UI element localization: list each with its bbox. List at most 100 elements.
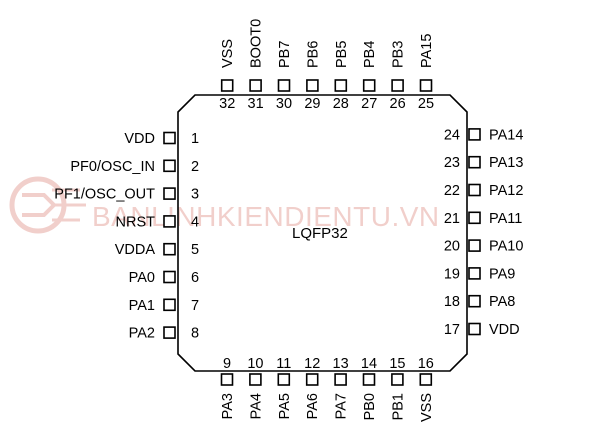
pin-number: 27 xyxy=(361,96,377,112)
pin-number: 12 xyxy=(304,356,320,372)
pin-left: PA0 6 xyxy=(129,270,199,286)
pin-pad xyxy=(249,79,262,92)
pin-right: 24 PA14 xyxy=(444,127,524,143)
pin-top: 26 PB3 xyxy=(390,41,407,112)
pin-number: 4 xyxy=(191,214,199,230)
pin-label: PB4 xyxy=(362,41,378,68)
pin-number: 20 xyxy=(444,239,460,255)
pin-number: 25 xyxy=(418,96,434,112)
pin-number: 2 xyxy=(191,159,199,175)
pin-pad xyxy=(468,211,481,225)
pin-number: 23 xyxy=(444,155,460,171)
pin-pad xyxy=(468,322,481,336)
pin-number: 26 xyxy=(390,96,406,112)
pin-pad xyxy=(277,79,291,92)
pin-label: VSS xyxy=(220,39,236,68)
pin-label: PA0 xyxy=(129,270,155,286)
pin-left: PF0/OSC_IN 2 xyxy=(70,159,199,175)
pin-pad xyxy=(305,373,319,386)
pin-label: PA7 xyxy=(334,393,350,419)
pin-number: 31 xyxy=(248,96,264,112)
pin-number: 19 xyxy=(444,266,460,282)
pin-label: PF0/OSC_IN xyxy=(70,159,155,175)
pin-pad xyxy=(163,242,176,256)
pin-number: 32 xyxy=(219,96,235,112)
pin-pad xyxy=(163,131,176,145)
pin-label: PA4 xyxy=(248,393,264,419)
pin-label: PA14 xyxy=(489,127,523,143)
pin-top: 27 PB4 xyxy=(361,41,378,112)
pin-label: PA10 xyxy=(489,239,523,255)
pin-label: PB3 xyxy=(391,41,407,68)
pin-pad xyxy=(419,79,433,92)
pin-right: 21 PA11 xyxy=(444,211,522,227)
pin-number: 17 xyxy=(444,322,460,338)
pin-number: 30 xyxy=(276,96,292,112)
pin-label: PA11 xyxy=(489,211,522,227)
pin-label: PF1/OSC_OUT xyxy=(54,187,155,203)
pin-number: 24 xyxy=(444,127,460,143)
pin-number: 9 xyxy=(223,356,231,372)
pin-number: 7 xyxy=(191,298,199,314)
pin-pad xyxy=(249,373,262,386)
pin-number: 16 xyxy=(418,356,434,372)
pin-label: PB6 xyxy=(305,41,321,68)
pin-label: PA6 xyxy=(305,393,321,419)
pin-label: BOOT0 xyxy=(249,19,265,68)
pin-number: 15 xyxy=(389,356,405,372)
pin-label: VDD xyxy=(489,322,520,338)
pin-pad xyxy=(277,373,291,386)
pin-left: PA1 7 xyxy=(129,298,199,314)
pin-pad xyxy=(334,373,347,386)
pin-pad xyxy=(220,79,234,92)
pin-label: PB0 xyxy=(362,393,378,420)
pin-pad xyxy=(362,373,376,386)
pin-label: PB7 xyxy=(277,41,293,68)
package-body xyxy=(177,94,468,372)
package-label: LQFP32 xyxy=(292,225,348,242)
pin-label: PA2 xyxy=(129,326,155,342)
pin-right: 17 VDD xyxy=(444,322,520,338)
pin-pad xyxy=(163,270,176,284)
pin-number: 21 xyxy=(444,211,460,227)
pin-pad xyxy=(362,79,376,92)
pin-pad xyxy=(391,79,404,92)
pin-label: PA5 xyxy=(277,393,293,419)
pin-number: 18 xyxy=(444,294,460,310)
pin-label: PB5 xyxy=(334,41,350,68)
watermark-text: BANLINHKIENDIENTU.VN xyxy=(92,201,440,232)
pin-label: PA9 xyxy=(489,266,515,282)
pin-number: 6 xyxy=(191,270,199,286)
pin-label: PA12 xyxy=(489,183,523,199)
pin-pad xyxy=(468,155,481,169)
pin-right: 20 PA10 xyxy=(444,239,524,255)
pin-label: PA3 xyxy=(220,393,236,419)
pin-left: PA2 8 xyxy=(129,326,199,342)
pin-number: 8 xyxy=(191,326,199,342)
pin-number: 10 xyxy=(247,356,263,372)
pin-pad xyxy=(220,373,234,386)
pin-number: 22 xyxy=(444,183,460,199)
pin-number: 29 xyxy=(304,96,320,112)
pin-pad xyxy=(306,79,319,92)
pin-number: 14 xyxy=(361,356,377,372)
pin-pad xyxy=(163,298,176,312)
pin-label: PA1 xyxy=(129,298,155,314)
pin-pad xyxy=(163,187,176,200)
pin-top: 29 PB6 xyxy=(304,41,321,112)
pin-top: 30 PB7 xyxy=(276,41,293,112)
pin-pad xyxy=(468,128,481,141)
